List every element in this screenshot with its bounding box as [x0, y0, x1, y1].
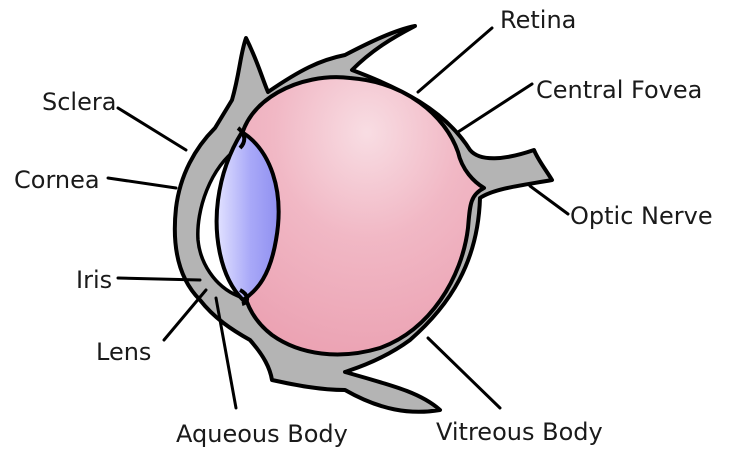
vitreous-body-leader — [428, 338, 500, 408]
label-cornea: Cornea — [14, 166, 100, 194]
label-aqueous-body: Aqueous Body — [176, 420, 348, 448]
label-retina: Retina — [500, 6, 576, 34]
cornea-leader — [108, 178, 176, 188]
lens-leader — [164, 290, 206, 340]
iris-leader — [118, 278, 200, 280]
label-vitreous-body: Vitreous Body — [436, 418, 603, 446]
label-optic-nerve: Optic Nerve — [570, 202, 713, 230]
retina-leader — [418, 28, 492, 92]
optic-nerve-leader — [530, 186, 568, 214]
label-central-fovea: Central Fovea — [536, 76, 702, 104]
label-iris: Iris — [76, 266, 112, 294]
central-fovea-leader — [458, 84, 532, 132]
sclera-leader — [118, 108, 186, 150]
label-lens: Lens — [96, 338, 151, 366]
label-sclera: Sclera — [42, 88, 116, 116]
